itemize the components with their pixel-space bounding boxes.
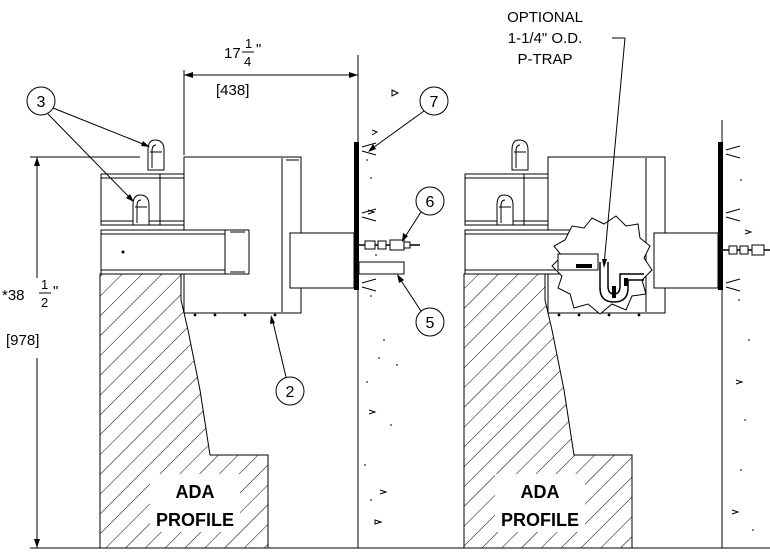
wall-left <box>357 55 400 548</box>
callout-6: 6 <box>402 186 445 242</box>
ada-label-left: ADA <box>176 482 215 502</box>
p-trap-note-line3: P-TRAP <box>517 51 572 68</box>
left-view: ADA PROFILE <box>0 36 770 549</box>
chassis-bottom-dots-right <box>557 313 641 317</box>
height-frac-num: 1 <box>41 277 48 292</box>
connector-block-right <box>653 232 719 289</box>
supply-line-left <box>358 239 420 275</box>
wall-right <box>721 120 754 548</box>
ada-profile-left-label: ADA PROFILE <box>150 474 240 532</box>
chassis-bottom-dots-left <box>193 313 277 317</box>
wall-anchors-left <box>361 142 377 292</box>
lower-bowl-left <box>100 229 226 275</box>
concrete-specks-left <box>364 89 400 525</box>
bubbler-upper-left <box>147 139 165 171</box>
height-frac-den: 2 <box>41 295 48 310</box>
p-trap <box>576 262 644 303</box>
callout-2-number: 2 <box>286 384 295 401</box>
p-trap-cutaway <box>551 215 653 315</box>
p-trap-note: OPTIONAL 1-1/4" O.D. P-TRAP <box>507 9 626 268</box>
width-whole: 17 <box>224 45 241 62</box>
ada-profile-right-label: ADA PROFILE <box>495 474 585 532</box>
mounting-plate-left <box>354 142 359 290</box>
callout-3: 3 <box>26 86 150 202</box>
mounting-plate-right <box>718 142 723 290</box>
bubbler-lower-right <box>496 194 514 226</box>
p-trap-note-line2: 1-1/4" O.D. <box>508 30 583 47</box>
bubbler-lower-left <box>132 194 150 226</box>
profile-label-left: PROFILE <box>156 510 234 530</box>
width-dimension: 17 1 4 " [438] <box>183 36 358 155</box>
p-trap-note-line1: OPTIONAL <box>507 9 583 26</box>
callout-2: 2 <box>270 315 305 406</box>
supply-line-right <box>723 244 770 256</box>
callout-3-number: 3 <box>37 94 46 111</box>
right-view: ADA PROFILE <box>463 9 770 549</box>
width-frac-den: 4 <box>244 54 251 69</box>
callout-7-number: 7 <box>430 94 439 111</box>
callout-6-number: 6 <box>426 194 435 211</box>
height-dimension: *38 1 2 " [978] <box>0 156 140 548</box>
concrete-specks-right <box>731 179 754 531</box>
callout-7: 7 <box>368 86 449 152</box>
connector-block-left <box>289 232 355 289</box>
width-inch-mark: " <box>256 41 261 58</box>
callout-5: 5 <box>397 274 445 337</box>
height-inch-mark: " <box>53 283 58 300</box>
width-frac-num: 1 <box>245 36 252 51</box>
ada-label-right: ADA <box>521 482 560 502</box>
height-mm: [978] <box>6 332 39 349</box>
callout-5-number: 5 <box>426 315 435 332</box>
height-prefix: *38 <box>2 287 25 304</box>
profile-label-right: PROFILE <box>501 510 579 530</box>
bubbler-upper-right <box>511 139 529 171</box>
wall-anchors-right <box>725 145 741 292</box>
width-mm: [438] <box>216 82 249 99</box>
